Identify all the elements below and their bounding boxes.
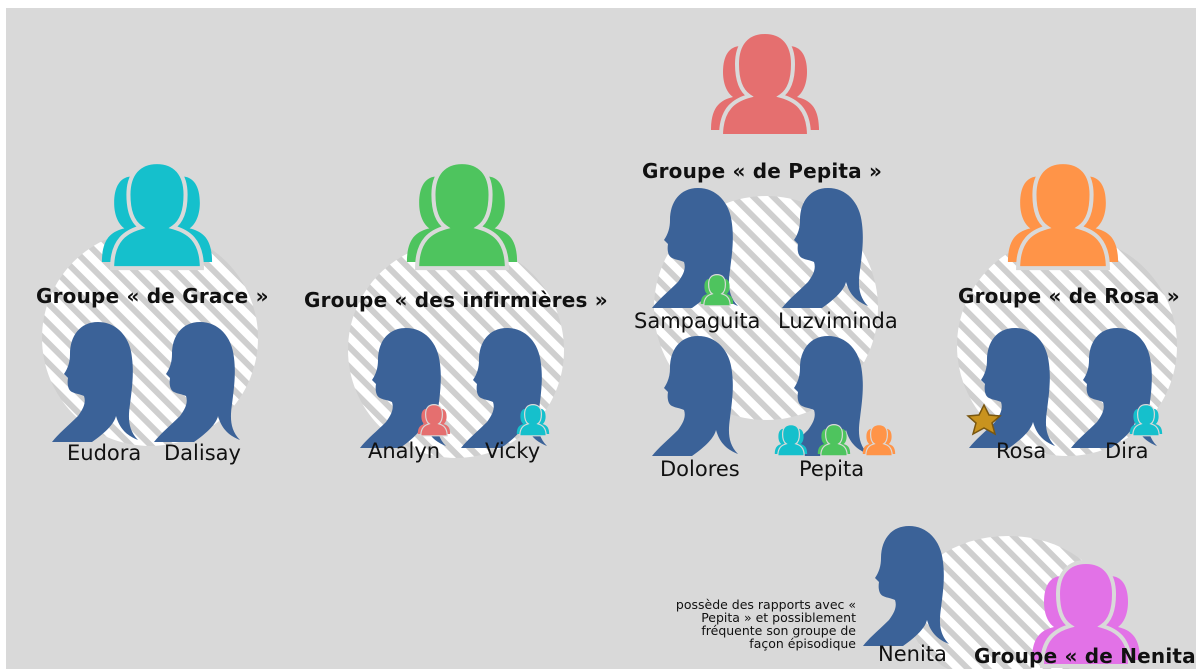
member-name: Nenita — [878, 642, 947, 666]
group-icon — [774, 424, 808, 457]
group-icon — [709, 30, 821, 138]
woman-profile-icon — [863, 526, 949, 646]
member-name: Dalisay — [164, 441, 241, 465]
group-title-infirmieres: Groupe « des infirmières » — [304, 288, 608, 312]
member-name: Luzviminda — [778, 309, 898, 333]
group-title-grace: Groupe « de Grace » — [36, 284, 269, 308]
member-name: Analyn — [368, 439, 441, 463]
member-name: Eudora — [67, 441, 142, 465]
member-name: Dira — [1105, 439, 1149, 463]
group-icon — [1008, 162, 1118, 268]
member-name: Pepita — [799, 457, 865, 481]
group-icon — [102, 162, 212, 268]
member-name: Dolores — [660, 457, 740, 481]
note-line: Pepita » et possiblement — [701, 610, 856, 625]
member-name: Rosa — [996, 439, 1047, 463]
group-title-rosa: Groupe « de Rosa » — [958, 284, 1180, 308]
group-icon — [407, 162, 517, 268]
relation-note: possède des rapports avec « Pepita » et … — [616, 598, 856, 650]
group-title-nenita: Groupe « de Nenita » — [974, 644, 1196, 668]
note-line: fréquente son groupe de — [701, 623, 856, 638]
member-name: Vicky — [485, 439, 541, 463]
note-line: possède des rapports avec « — [675, 597, 856, 612]
diagram-graphics — [42, 30, 1177, 669]
group-title-pepita: Groupe « de Pepita » — [642, 159, 883, 183]
group-icon — [862, 424, 896, 457]
member-name: Sampaguita — [634, 309, 761, 333]
note-line: façon épisodique — [749, 636, 856, 651]
diagram-canvas: Groupe « de Grace » Groupe « des infirmi… — [6, 8, 1196, 669]
star-icon — [966, 403, 1002, 436]
